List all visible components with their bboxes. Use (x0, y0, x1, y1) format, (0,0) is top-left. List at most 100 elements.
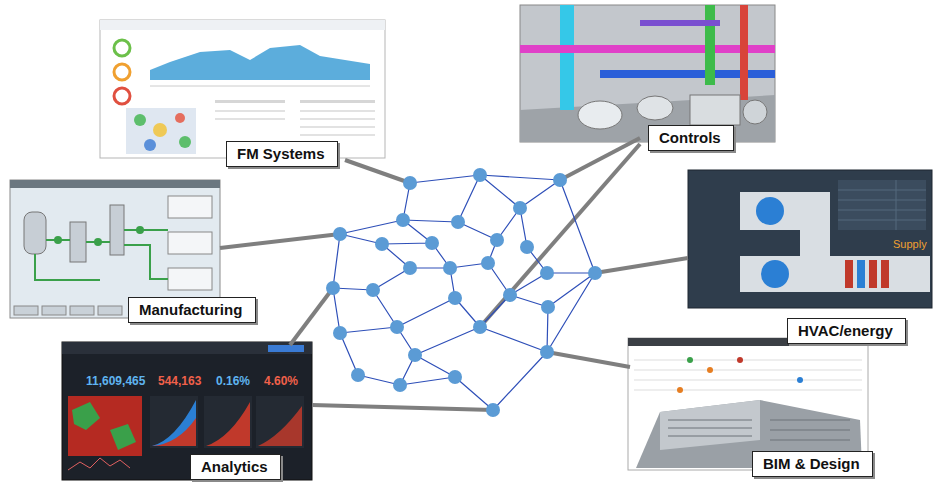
manufacturing-screenshot-part (24, 212, 46, 254)
fm-screenshot-part (126, 108, 196, 154)
panel-links-part (220, 234, 340, 248)
fm-screenshot-part (300, 118, 375, 120)
fm-screenshot-part (215, 100, 285, 103)
bim-screenshot-part (634, 380, 862, 381)
network-dots-part (366, 283, 380, 297)
manufacturing-screenshot-part (14, 306, 38, 315)
fm-screenshot-part (144, 139, 156, 151)
panel-links-part (290, 288, 333, 345)
manufacturing-screenshot-part (168, 232, 212, 254)
controls-screenshot-part (743, 100, 767, 124)
hvac-screenshot-part (740, 256, 930, 292)
fm-screenshot (100, 20, 385, 158)
manufacturing-screenshot-part (94, 238, 102, 246)
network-dots-part (448, 291, 462, 305)
fm-screenshot-part (100, 20, 385, 158)
network-dots-part (473, 320, 487, 334)
label-box: FM Systems (226, 141, 338, 167)
analytics-screenshot-part (62, 342, 312, 354)
fm-screenshot-part (215, 118, 285, 120)
fm-screenshot-part (150, 86, 370, 87)
network-dots-part (541, 300, 555, 314)
analytics-screenshot-part (258, 406, 302, 446)
controls-screenshot-part (520, 5, 775, 142)
fm-screenshot-part (300, 134, 375, 136)
controls-screenshot (520, 5, 775, 142)
label-text: BIM & Design (763, 455, 862, 473)
hvac-screenshot (688, 170, 932, 308)
network-dots-part (396, 213, 410, 227)
network-dots-part (403, 261, 417, 275)
fm-screenshot-part (179, 136, 191, 148)
manufacturing-screenshot-part (168, 268, 212, 290)
kpi-value: 11,609,465 (86, 374, 145, 388)
network-dots-part (393, 378, 407, 392)
analytics-screenshot-part (256, 396, 304, 448)
hvac-screenshot-part (756, 197, 784, 225)
analytics-screenshot-part (152, 400, 196, 446)
label-box: HVAC/energy (787, 318, 906, 344)
label-box: Manufacturing (128, 297, 256, 323)
hvac-screenshot-part (838, 210, 926, 211)
fm-screenshot-part (114, 40, 130, 56)
analytics-screenshot-part (152, 418, 196, 446)
manufacturing-screenshot-part (35, 230, 168, 280)
bim-screenshot-part (634, 360, 862, 361)
fm-screenshot-part (134, 114, 146, 126)
analytics-screenshot-part (68, 458, 130, 470)
label-text: HVAC/energy (798, 322, 895, 340)
label-text: Controls (659, 129, 723, 147)
bim-screenshot-part (677, 387, 683, 393)
analytics-screenshot-part (150, 396, 198, 448)
fm-screenshot-part (100, 20, 385, 30)
hvac-screenshot-part (845, 260, 853, 288)
network-dots-part (513, 201, 527, 215)
analytics-screenshot (62, 342, 312, 480)
network-dots-part (408, 348, 422, 362)
network-dots-part (448, 370, 462, 384)
panel-links-part (345, 160, 410, 183)
bim-screenshot-part (668, 420, 850, 440)
controls-screenshot-part (740, 5, 748, 100)
network-dots-part (540, 266, 554, 280)
panel-links-part (547, 352, 630, 367)
analytics-screenshot-part (206, 402, 250, 446)
hvac-screenshot-part (838, 180, 926, 230)
controls-screenshot-part (520, 45, 775, 53)
network-dots (326, 168, 602, 417)
controls-screenshot-part (690, 95, 740, 125)
fm-screenshot-part (150, 45, 370, 80)
panel-links-part (595, 258, 688, 273)
analytics-screenshot-part (110, 424, 136, 450)
hvac-screenshot-part (838, 220, 926, 221)
network-mesh (333, 175, 595, 410)
manufacturing-screenshot-part (10, 180, 220, 188)
network-dots-part (351, 368, 365, 382)
hvac-screenshot-part (688, 170, 932, 308)
panel-links-part (480, 144, 640, 327)
network-dots-part (473, 168, 487, 182)
hvac-screenshot-part (869, 260, 877, 288)
bim-screenshot-part (634, 370, 862, 371)
manufacturing-screenshot-part (110, 205, 124, 255)
label-text: FM Systems (237, 145, 327, 163)
manufacturing-screenshot-part (168, 196, 212, 218)
fm-screenshot-part (175, 113, 185, 123)
label-box: BIM & Design (752, 451, 873, 477)
panel-links-part (312, 405, 493, 410)
network-dots-part (326, 281, 340, 295)
manufacturing-screenshot-part (98, 306, 122, 315)
network-dots-part (425, 236, 439, 250)
network-dots-part (520, 240, 534, 254)
bim-screenshot-part (687, 357, 693, 363)
label-box: Controls (648, 125, 734, 151)
analytics-screenshot-part (62, 342, 312, 480)
network-dots-part (443, 261, 457, 275)
bim-screenshot-part (737, 357, 743, 363)
network-dots-part (403, 176, 417, 190)
network-dots-part (333, 227, 347, 241)
